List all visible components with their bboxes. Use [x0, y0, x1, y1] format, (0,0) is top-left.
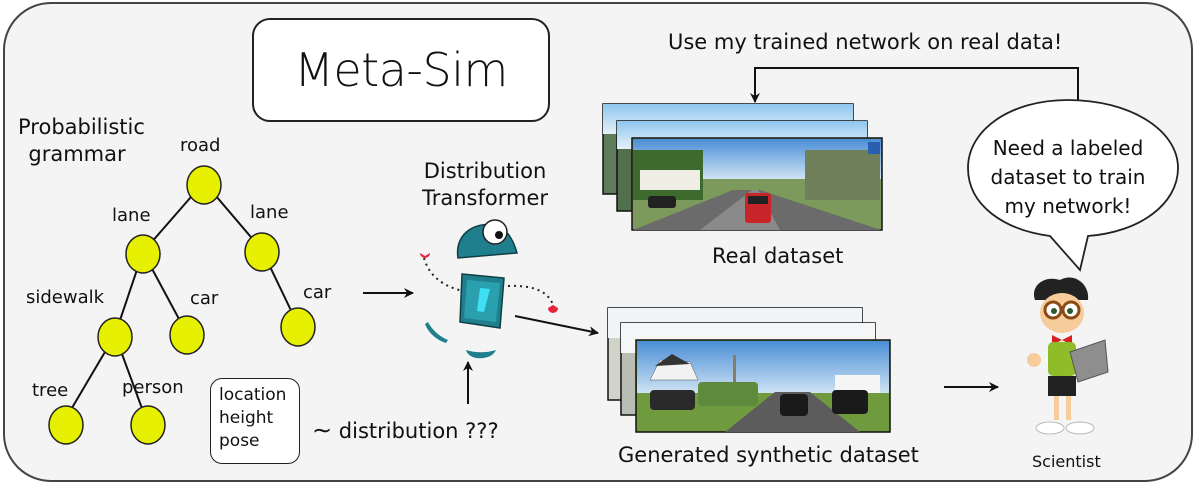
node-car-left: [169, 315, 205, 355]
node-label-road: road: [180, 135, 221, 156]
attribute-pose: pose: [219, 431, 260, 451]
attribute-location: location: [219, 385, 287, 405]
attribute-box: location height pose: [210, 378, 300, 464]
attribute-height: height: [219, 408, 274, 428]
grammar-heading: Probabilistic grammar: [18, 115, 145, 166]
arrow-feedback-loop: [750, 67, 1079, 103]
node-lane-right: [244, 232, 280, 272]
node-person: [130, 405, 166, 445]
feedback-label: Use my trained network on real data!: [668, 30, 1063, 54]
node-label-car-right: car: [303, 282, 332, 303]
node-sidewalk: [97, 317, 133, 357]
speech-bubble: [967, 99, 1179, 272]
distribution-label: ∼ distribution ???: [312, 416, 499, 444]
page-title: Meta-Sim: [294, 43, 508, 97]
transformer-label: Distribution Transformer: [421, 159, 548, 210]
arrows: [363, 67, 1079, 404]
scientist-label: Scientist: [1032, 452, 1101, 471]
synthetic-dataset-images: [607, 307, 891, 433]
scientist-icon: [1027, 277, 1109, 435]
grammar-tree-nodes: [48, 165, 316, 445]
node-label-lane-left: lane: [112, 205, 151, 226]
diagram-frame: [3, 2, 1193, 482]
node-label-lane-right: lane: [250, 202, 289, 223]
node-lane-left: [125, 234, 161, 274]
speech-bubble-text: Need a labeled dataset to train my netwo…: [990, 136, 1146, 218]
node-label-sidewalk: sidewalk: [26, 287, 105, 308]
robot-icon: [420, 219, 558, 359]
tilde-icon: ∼: [312, 416, 333, 444]
node-label-car-left: car: [190, 288, 219, 309]
node-label-person: person: [122, 377, 184, 398]
node-road: [186, 165, 222, 205]
real-dataset-images: [602, 103, 883, 231]
synthetic-dataset-label: Generated synthetic dataset: [618, 443, 919, 467]
arrow-transformer-to-synthetic: [514, 315, 599, 337]
real-dataset-label: Real dataset: [712, 244, 844, 268]
node-tree: [48, 405, 84, 445]
title-box: Meta-Sim: [252, 18, 550, 122]
node-car-right: [280, 307, 316, 347]
node-label-tree: tree: [32, 380, 69, 401]
